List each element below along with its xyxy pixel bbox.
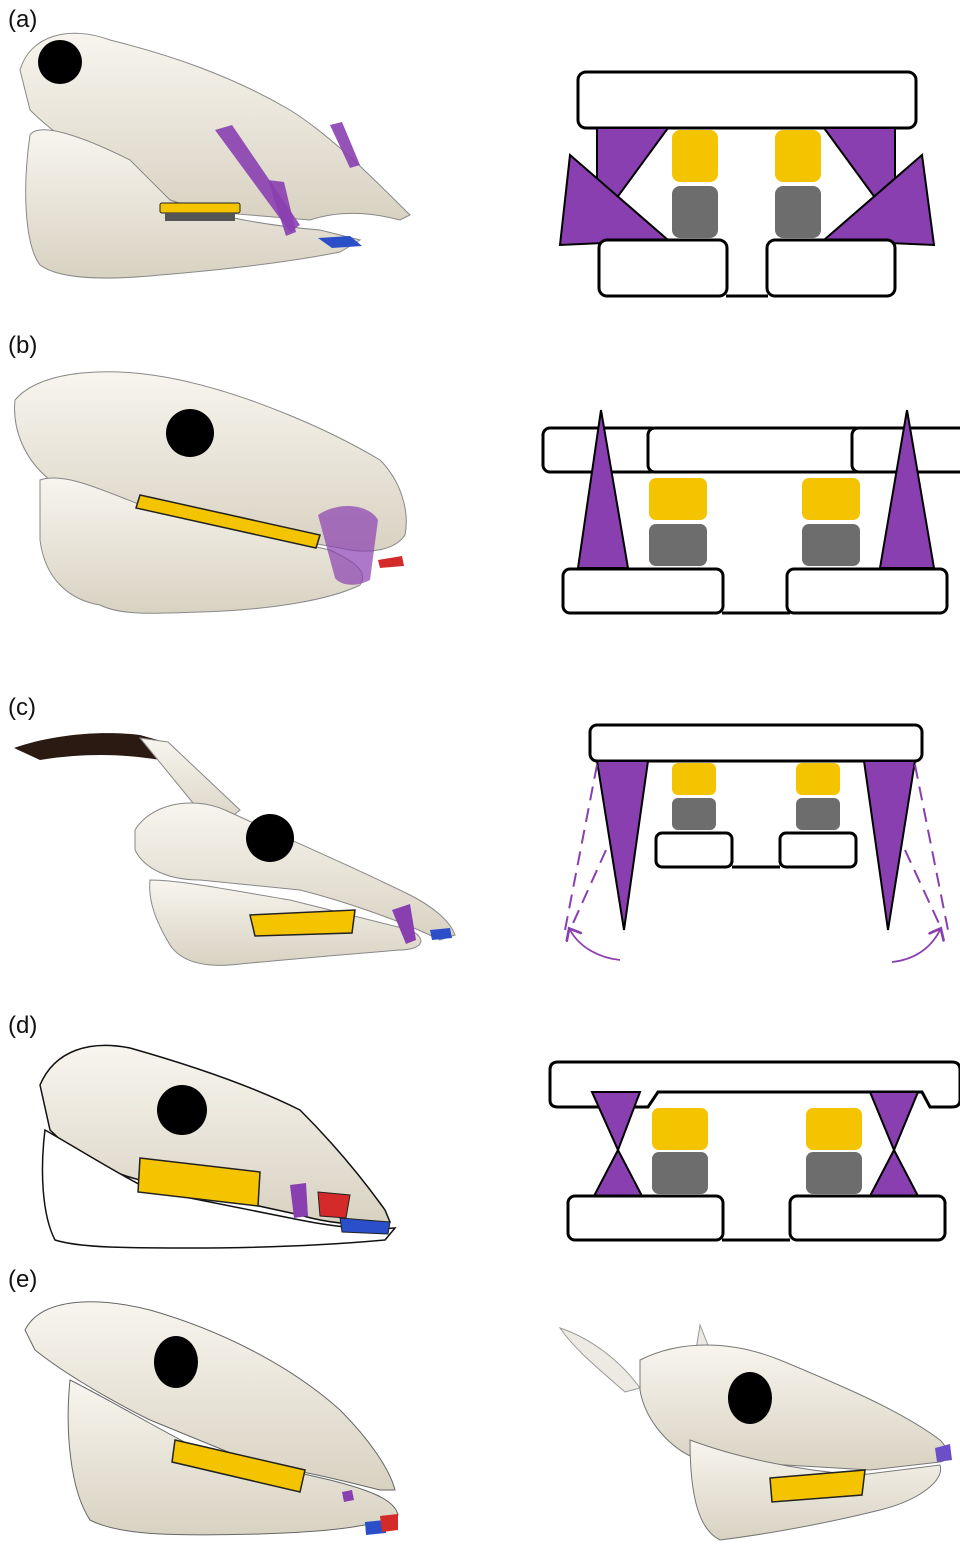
antler-c	[14, 733, 165, 760]
molar-b-left-lower	[649, 524, 707, 566]
incisors-b	[378, 556, 404, 568]
molar-a-left-lower	[672, 186, 718, 238]
skull-d	[40, 1045, 395, 1248]
molar-b-left-upper	[649, 478, 707, 520]
lower-jaw-c-left	[656, 833, 732, 867]
schematic-a	[560, 72, 934, 296]
molar-d-right-upper	[806, 1108, 862, 1150]
molar-c-right-upper	[796, 763, 840, 795]
orbit-e-left	[154, 1336, 198, 1388]
lower-jaw-d-right	[790, 1196, 945, 1240]
orbit-a	[38, 40, 82, 84]
skull-c	[14, 733, 455, 965]
schematic-c	[565, 725, 948, 962]
molar-c-right-lower	[796, 798, 840, 830]
lower-jaw-c-right	[780, 833, 856, 867]
lower-jaw-d-left	[568, 1196, 723, 1240]
molar-b-right-upper	[802, 478, 860, 520]
skull-a	[20, 33, 410, 278]
canine-c-left-dashed-outer	[565, 765, 597, 930]
orbit-c	[246, 814, 294, 862]
lower-jaw-a-left	[599, 240, 727, 296]
lower-jaw-b-left	[563, 569, 723, 613]
schematic-b	[543, 410, 960, 613]
molar-d-left-upper	[652, 1108, 708, 1150]
skull-e-right	[560, 1325, 952, 1540]
canine-d-right-upper	[870, 1092, 918, 1150]
skull-e-right-cranium	[640, 1345, 948, 1470]
skull-b	[15, 372, 407, 613]
canine-d-left-lower	[594, 1150, 642, 1196]
upper-jaw-c	[590, 725, 922, 761]
lower-jaw-b-right	[787, 569, 947, 613]
upper-jaw-a	[578, 72, 916, 128]
canine-d-left-upper	[592, 1092, 640, 1150]
canine-c-right	[864, 761, 915, 930]
molar-a-left-upper	[672, 130, 718, 182]
molar-d-right-lower	[806, 1152, 862, 1194]
canine-d-right-lower	[870, 1150, 918, 1196]
molar-a-right-lower	[775, 186, 821, 238]
orbit-e-right	[728, 1372, 772, 1424]
orbit-d	[157, 1085, 207, 1135]
orbit-b	[166, 409, 214, 457]
incisors-d-red	[318, 1192, 350, 1218]
molar-b-right-lower	[802, 524, 860, 566]
molar-d-left-lower	[652, 1152, 708, 1194]
molars-a	[160, 203, 240, 213]
canine-c-right-dashed-outer	[915, 765, 948, 930]
molars-c	[250, 910, 355, 936]
molar-c-left-upper	[672, 763, 716, 795]
incisors-c	[430, 928, 452, 940]
canine-c-left-dashed-inner	[570, 850, 606, 930]
skull-e-left	[25, 1302, 398, 1535]
canine-c-left	[597, 761, 648, 930]
canine-c-right-dashed-inner	[905, 850, 942, 930]
horn-e-left	[560, 1328, 640, 1392]
incisors-e-left-red	[380, 1514, 398, 1532]
schematic-d	[550, 1062, 960, 1240]
molar-a-right-upper	[775, 130, 821, 182]
molar-c-left-lower	[672, 798, 716, 830]
molars-a-lower	[165, 213, 235, 221]
rotation-arrow-c-right	[892, 930, 940, 962]
upper-jaw-b-mid	[648, 428, 862, 472]
canines-e-left	[342, 1490, 354, 1502]
lower-jaw-a-right	[767, 240, 895, 296]
rotation-arrow-c-left	[570, 930, 620, 960]
